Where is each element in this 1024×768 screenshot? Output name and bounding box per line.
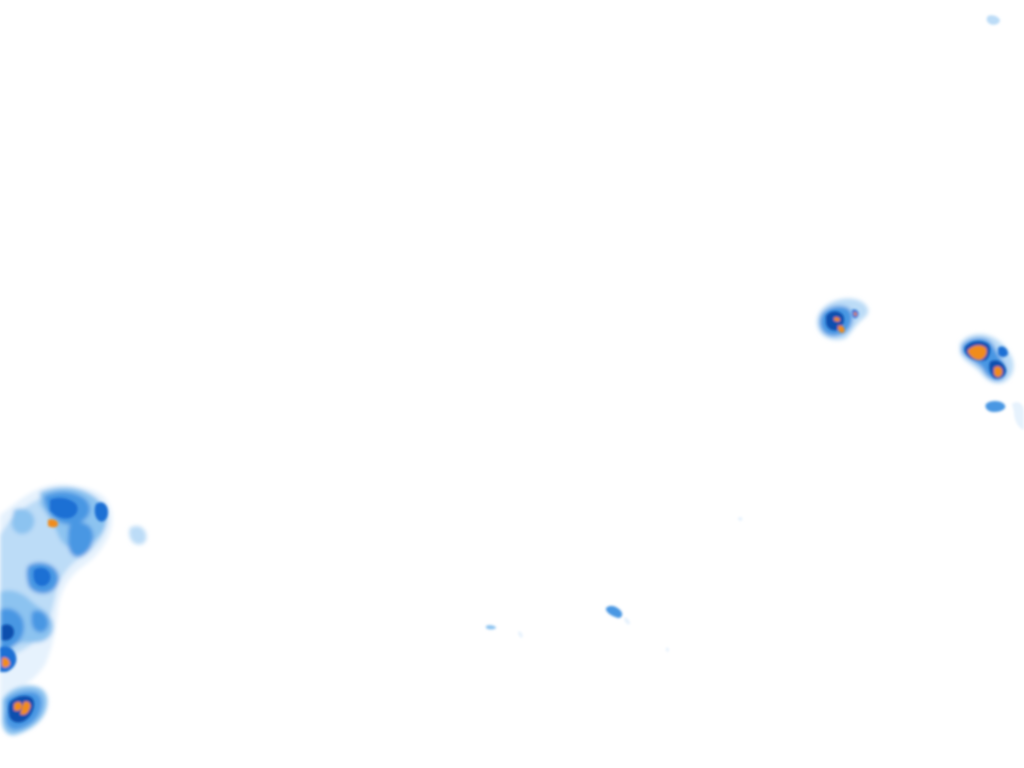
precip-cell-bottom-left	[2, 685, 48, 736]
precip-cell-south-central	[486, 517, 743, 652]
precip-cell-top-right-speck	[986, 15, 1000, 25]
precip-cell-east-central	[817, 298, 869, 340]
precip-cell-east-small	[985, 401, 1024, 430]
precip-cell-far-east	[960, 334, 1014, 384]
precip-cell-southwest-cluster	[0, 484, 147, 700]
